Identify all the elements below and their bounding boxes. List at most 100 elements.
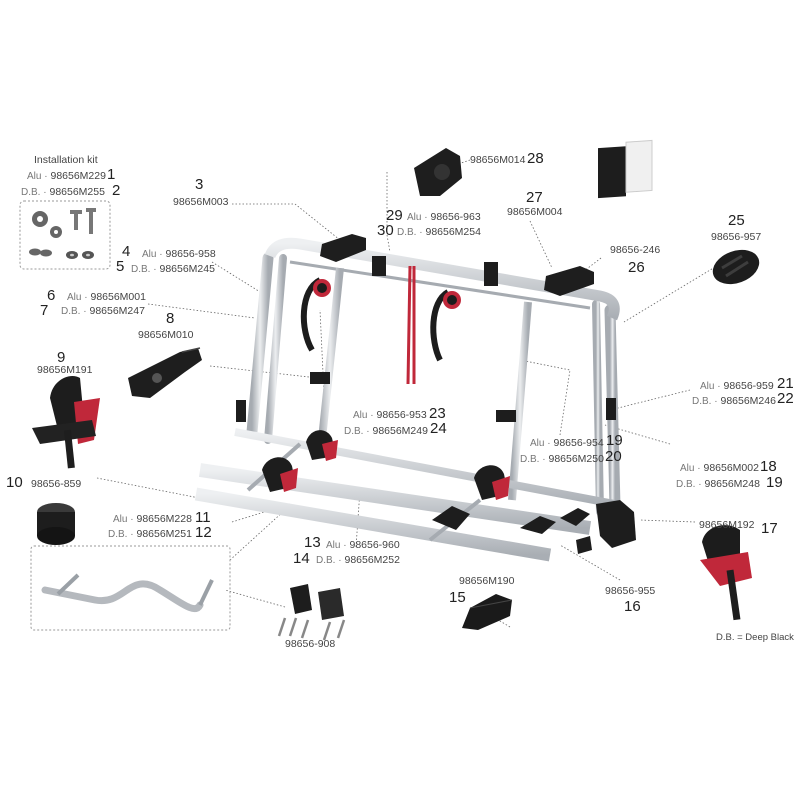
part-5-number: 5 <box>116 258 125 275</box>
part-18-code: 98656M002 <box>703 462 759 474</box>
part-28-number: 28 <box>527 150 544 167</box>
wheel-holder-drawing <box>32 376 100 469</box>
part-26-number: 26 <box>628 259 645 276</box>
kit-db-label: D.B. · 98656M255 <box>21 186 105 199</box>
db-prefix: D.B. · <box>21 187 47 198</box>
part-30-label: D.B. · 98656M254 <box>397 226 481 239</box>
db-prefix: D.B. · <box>316 555 342 566</box>
part-19-number: 19 <box>606 432 623 449</box>
part-14-code: 98656M252 <box>344 554 400 566</box>
part-23-label: Alu · 98656-953 <box>353 409 427 422</box>
part-19-code: 98656-954 <box>553 437 604 449</box>
part-17-number: 17 <box>761 520 778 537</box>
part-29-code: 98656-963 <box>430 211 481 223</box>
part-5-label: D.B. · 98656M245 <box>131 263 215 276</box>
part-8-number: 8 <box>166 310 175 327</box>
part-21-code: 98656-959 <box>723 380 774 392</box>
part-12-label: D.B. · 98656M251 <box>108 528 192 541</box>
db-prefix: D.B. · <box>520 454 546 465</box>
gear-icon <box>32 211 62 238</box>
chain-link-icon <box>29 248 52 257</box>
part-15-code: 98656M190 <box>459 575 515 587</box>
part-10-code: 98656-859 <box>31 478 82 490</box>
part-23-number: 23 <box>429 405 446 422</box>
bike-rack-drawing <box>194 234 636 562</box>
part-24-code: 98656M249 <box>372 425 428 437</box>
part-12-code: 98656M251 <box>136 528 192 540</box>
part-25-number: 25 <box>728 212 745 229</box>
end-cap-drawing <box>37 503 75 545</box>
alu-prefix: Alu · <box>113 514 134 525</box>
part-9-code: 98656M191 <box>37 364 93 376</box>
part-7-number: 7 <box>40 302 49 319</box>
part-14-number: 14 <box>293 550 310 567</box>
part-13-code: 98656-960 <box>349 539 400 551</box>
db-prefix: D.B. · <box>676 479 702 490</box>
part-11-number: 11 <box>195 509 211 526</box>
alu-prefix: Alu · <box>407 212 428 223</box>
part-6-code: 98656M001 <box>90 291 146 303</box>
installation-kit-title: Installation kit <box>34 154 98 166</box>
part-4-label: Alu · 98656-958 <box>142 248 216 261</box>
part-22-number: 22 <box>777 390 794 407</box>
part-6-number: 6 <box>47 287 56 304</box>
part-24-number: 24 <box>430 420 447 437</box>
part-9-number: 9 <box>57 349 66 366</box>
kit-alu-label: Alu · 98656M229 <box>27 170 106 183</box>
db-prefix: D.B. · <box>108 529 134 540</box>
part-12-number: 12 <box>195 524 212 541</box>
part-6-label: Alu · 98656M001 <box>67 291 146 304</box>
kit-db-code: 98656M255 <box>49 186 105 198</box>
alu-prefix: Alu · <box>530 438 551 449</box>
fittings-drawing <box>277 584 346 641</box>
part-27-number: 27 <box>526 189 543 206</box>
part-15-number: 15 <box>449 589 466 606</box>
part-20-number: 20 <box>605 448 622 465</box>
part-5-code: 98656M245 <box>159 263 215 275</box>
alu-prefix: Alu · <box>353 410 374 421</box>
part-20-label: D.B. · 98656M250 <box>520 453 604 466</box>
part-21-label: Alu · 98656-959 <box>700 380 774 393</box>
part-23-code: 98656-953 <box>376 409 427 421</box>
part-30-code: 98656M254 <box>425 226 481 238</box>
screws-code: 98656-908 <box>285 638 336 650</box>
db-prefix: D.B. · <box>61 306 87 317</box>
part-30-number: 30 <box>377 222 394 239</box>
kit-db-number: 2 <box>112 182 121 199</box>
db-prefix: D.B. · <box>692 396 718 407</box>
part-4-code: 98656-958 <box>165 248 216 260</box>
part-19b-label: D.B. · 98656M248 <box>676 478 760 491</box>
part-13-number: 13 <box>304 534 321 551</box>
part-18-label: Alu · 98656M002 <box>680 462 759 475</box>
alu-prefix: Alu · <box>27 171 48 182</box>
part-19-label: Alu · 98656-954 <box>530 437 604 450</box>
alu-prefix: Alu · <box>326 540 347 551</box>
part-18-number: 18 <box>760 458 777 475</box>
part-29-label: Alu · 98656-963 <box>407 211 481 224</box>
top-knob-drawing <box>414 148 462 196</box>
part-27-code: 98656M004 <box>507 206 563 218</box>
part-19b-number: 19 <box>766 474 783 491</box>
part-11-code: 98656M228 <box>136 513 192 525</box>
alu-prefix: Alu · <box>700 381 721 392</box>
alu-prefix: Alu · <box>142 249 163 260</box>
part-19b-code: 98656M248 <box>704 478 760 490</box>
part-11-label: Alu · 98656M228 <box>113 513 192 526</box>
alu-prefix: Alu · <box>680 463 701 474</box>
db-prefix: D.B. · <box>397 227 423 238</box>
part-10-number: 10 <box>6 474 23 491</box>
knob-drawing <box>712 249 760 285</box>
part-7-code: 98656M247 <box>89 305 145 317</box>
db-prefix: D.B. · <box>131 264 157 275</box>
nut-icon <box>66 251 94 259</box>
part-3-number: 3 <box>195 176 204 193</box>
rail-tube-box <box>30 545 231 631</box>
part-25-code: 98656-957 <box>711 231 762 243</box>
part-4-number: 4 <box>122 243 131 260</box>
part-28-code: 98656M014 <box>470 154 526 166</box>
part-8-code: 98656M010 <box>138 329 194 341</box>
wheel-chock-drawing <box>462 594 513 630</box>
wheel-holder-red-drawing <box>700 525 752 621</box>
